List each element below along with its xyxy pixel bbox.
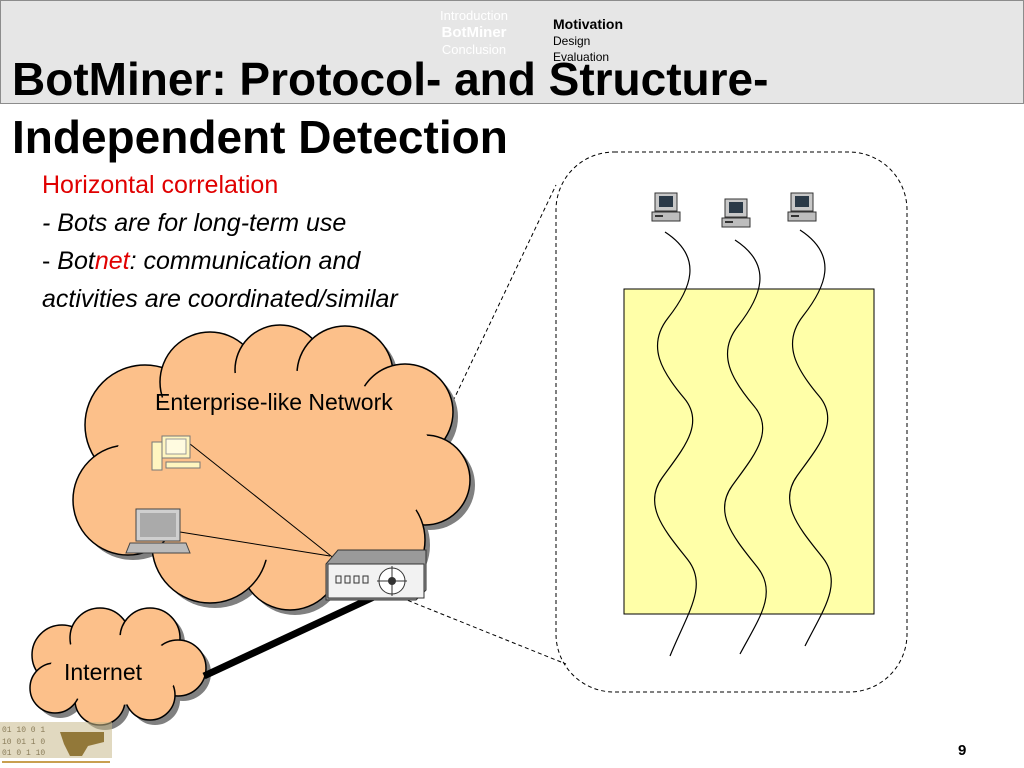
slide-title-line2: Independent Detection <box>12 111 508 163</box>
nav-motivation[interactable]: Motivation <box>553 16 623 32</box>
traffic-flows <box>653 229 832 657</box>
callout-line-bottom <box>381 589 567 665</box>
internet-label: Internet <box>64 659 142 685</box>
nav-introduction[interactable]: Introduction <box>440 8 508 23</box>
svg-text:10 01 1 0: 10 01 1 0 <box>2 738 45 747</box>
bullet-list: Horizontal correlation - Bots are for lo… <box>42 166 398 318</box>
slide-title: BotMiner: Protocol- and Structure- Indep… <box>12 50 912 166</box>
nav-design[interactable]: Design <box>553 34 591 48</box>
header-bar: Introduction BotMiner Conclusion Motivat… <box>0 0 1024 104</box>
bullet-botnet-bot: Bot <box>57 247 95 275</box>
nav-evaluation[interactable]: Evaluation <box>553 50 610 64</box>
nav-botminer[interactable]: BotMiner <box>441 24 507 41</box>
bullet-coordinated: activities are coordinated/similar <box>42 285 398 313</box>
bullet-botnet-net: net <box>94 247 130 275</box>
bot-host-icon <box>721 198 751 228</box>
bot-host-icon <box>787 192 817 222</box>
internet-cloud <box>29 607 211 730</box>
desktop-computer-icon <box>151 435 201 471</box>
traffic-flow-1 <box>653 231 697 657</box>
bullet-botnet-rest: : communication and <box>129 247 361 275</box>
lan-link-laptop <box>179 531 331 557</box>
bot-host-icon <box>651 192 681 222</box>
lan-link-desktop <box>179 435 337 561</box>
monitor-router-icon <box>325 549 427 601</box>
laptop-icon <box>125 508 191 554</box>
callout-line-top <box>443 184 557 421</box>
bullet-long-term: - Bots are for long-term use <box>42 209 347 237</box>
slide-title-line1: BotMiner: Protocol- and Structure- <box>12 53 769 105</box>
slide-number: 9 <box>958 742 967 759</box>
bullet-botnet-dash: - <box>42 247 58 275</box>
subsection-nav: Motivation Design Evaluation <box>553 15 623 65</box>
internet-uplink <box>202 591 380 680</box>
gtisc-logo: 01 10 0 1 10 01 1 0 01 0 1 10 <box>0 722 112 765</box>
enterprise-network-label: Enterprise-like Network <box>155 389 393 415</box>
svg-text:01 0 1 10: 01 0 1 10 <box>2 749 45 758</box>
bullet-heading: Horizontal correlation <box>42 171 279 199</box>
svg-text:01 10 0 1: 01 10 0 1 <box>2 726 45 735</box>
nav-conclusion[interactable]: Conclusion <box>441 42 507 57</box>
section-nav: Introduction BotMiner Conclusion <box>401 7 547 58</box>
bullet-botnet: - Botnet: communication and <box>42 242 398 280</box>
traffic-panel <box>623 288 875 615</box>
traffic-flow-2 <box>723 239 767 655</box>
traffic-flow-3 <box>788 229 832 647</box>
